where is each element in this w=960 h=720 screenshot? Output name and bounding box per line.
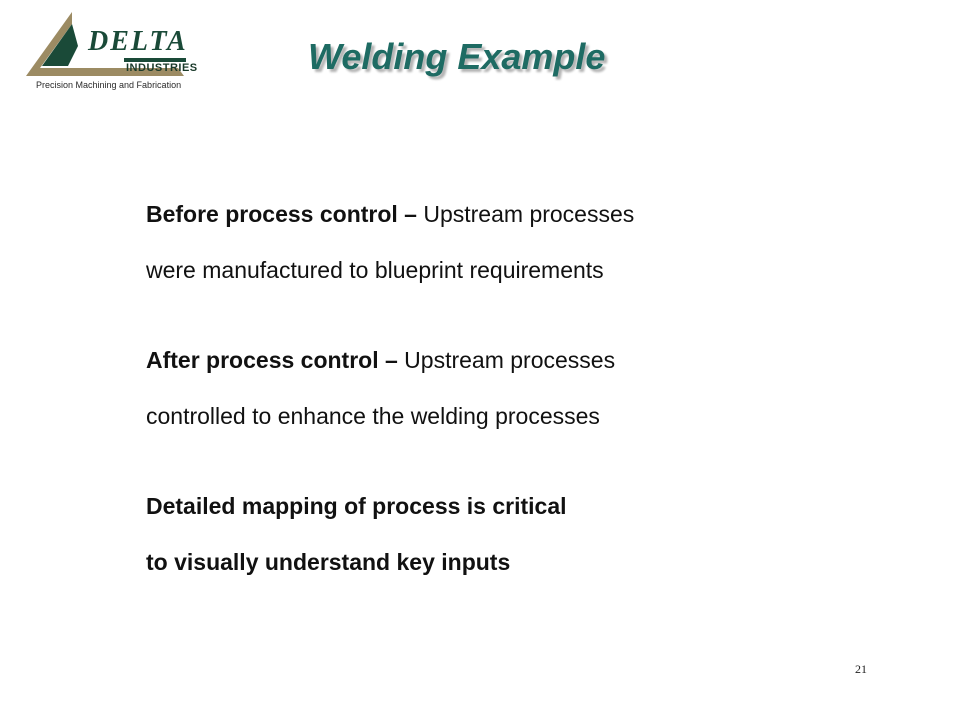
company-logo: DELTA INDUSTRIES Precision Machining and… bbox=[24, 10, 224, 90]
paragraph-line: Detailed mapping of process is critical bbox=[146, 493, 567, 519]
paragraph-text: Upstream processes bbox=[416, 201, 635, 227]
paragraph-mapping: Detailed mapping of process is critical … bbox=[146, 478, 906, 590]
logo-subtitle: INDUSTRIES bbox=[126, 62, 198, 74]
page-number: 21 bbox=[855, 662, 867, 676]
paragraph-lead: After process control – bbox=[146, 347, 398, 373]
paragraph-line: Before process control – Upstream proces… bbox=[146, 186, 906, 242]
logo-wordmark: DELTA bbox=[88, 26, 188, 57]
paragraph-text: Upstream processes bbox=[397, 347, 616, 373]
paragraph-line: controlled to enhance the welding proces… bbox=[146, 403, 600, 429]
paragraph-lead: Before process control – bbox=[146, 201, 417, 227]
paragraph-after-control: After process control – Upstream process… bbox=[146, 332, 906, 444]
paragraph-before-control: Before process control – Upstream proces… bbox=[146, 186, 906, 298]
paragraph-line: After process control – Upstream process… bbox=[146, 332, 906, 388]
delta-triangle-icon bbox=[26, 12, 186, 76]
slide-body: Before process control – Upstream proces… bbox=[146, 186, 906, 624]
paragraph-line: to visually understand key inputs bbox=[146, 549, 511, 575]
paragraph-line: were manufactured to blueprint requireme… bbox=[146, 257, 604, 283]
logo-tagline: Precision Machining and Fabrication bbox=[36, 80, 182, 90]
slide-title: Welding Example bbox=[308, 36, 606, 77]
